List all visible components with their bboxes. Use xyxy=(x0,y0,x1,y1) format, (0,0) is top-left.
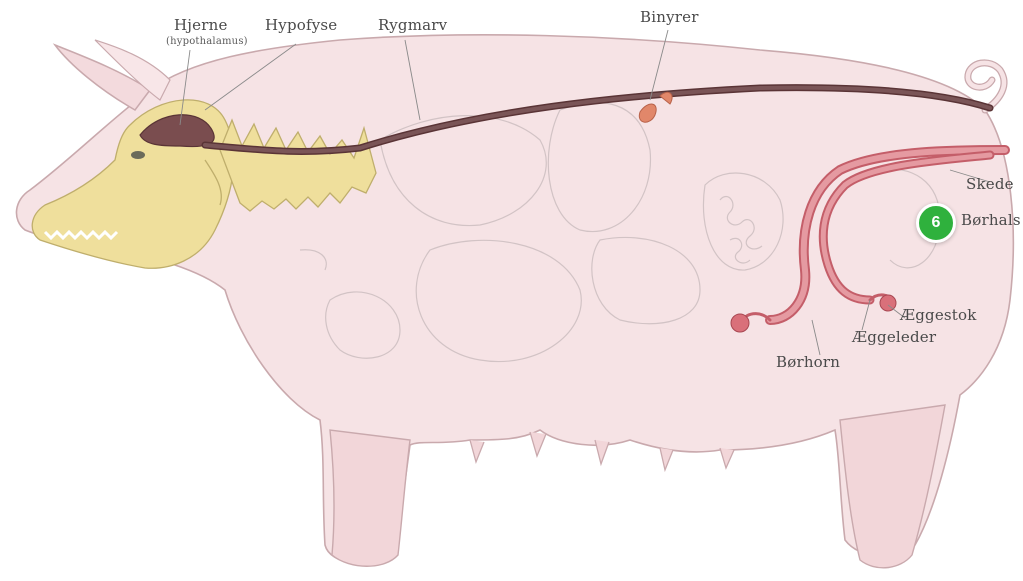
label-oviduct: Æggeleder xyxy=(852,330,936,345)
label-uterine-horn: Børhorn xyxy=(776,355,840,370)
pig-front-leg xyxy=(330,430,410,566)
hotspot-number: 6 xyxy=(932,215,941,231)
label-pituitary: Hypofyse xyxy=(265,18,337,33)
label-vagina: Skede xyxy=(966,177,1014,192)
label-spinal-cord: Rygmarv xyxy=(378,18,447,33)
ovary-right xyxy=(880,295,896,311)
label-ovary: Æggestok xyxy=(900,308,977,323)
ovary-left xyxy=(731,314,749,332)
pig-eye xyxy=(131,151,145,159)
pig-hind-leg xyxy=(840,405,945,568)
label-brain-sub: (hypothalamus) xyxy=(166,37,248,47)
hotspot-marker-6[interactable]: 6 xyxy=(916,203,956,243)
label-adrenals: Binyrer xyxy=(640,10,699,25)
label-brain: Hjerne xyxy=(174,18,228,33)
label-cervix: Børhals xyxy=(961,213,1021,228)
